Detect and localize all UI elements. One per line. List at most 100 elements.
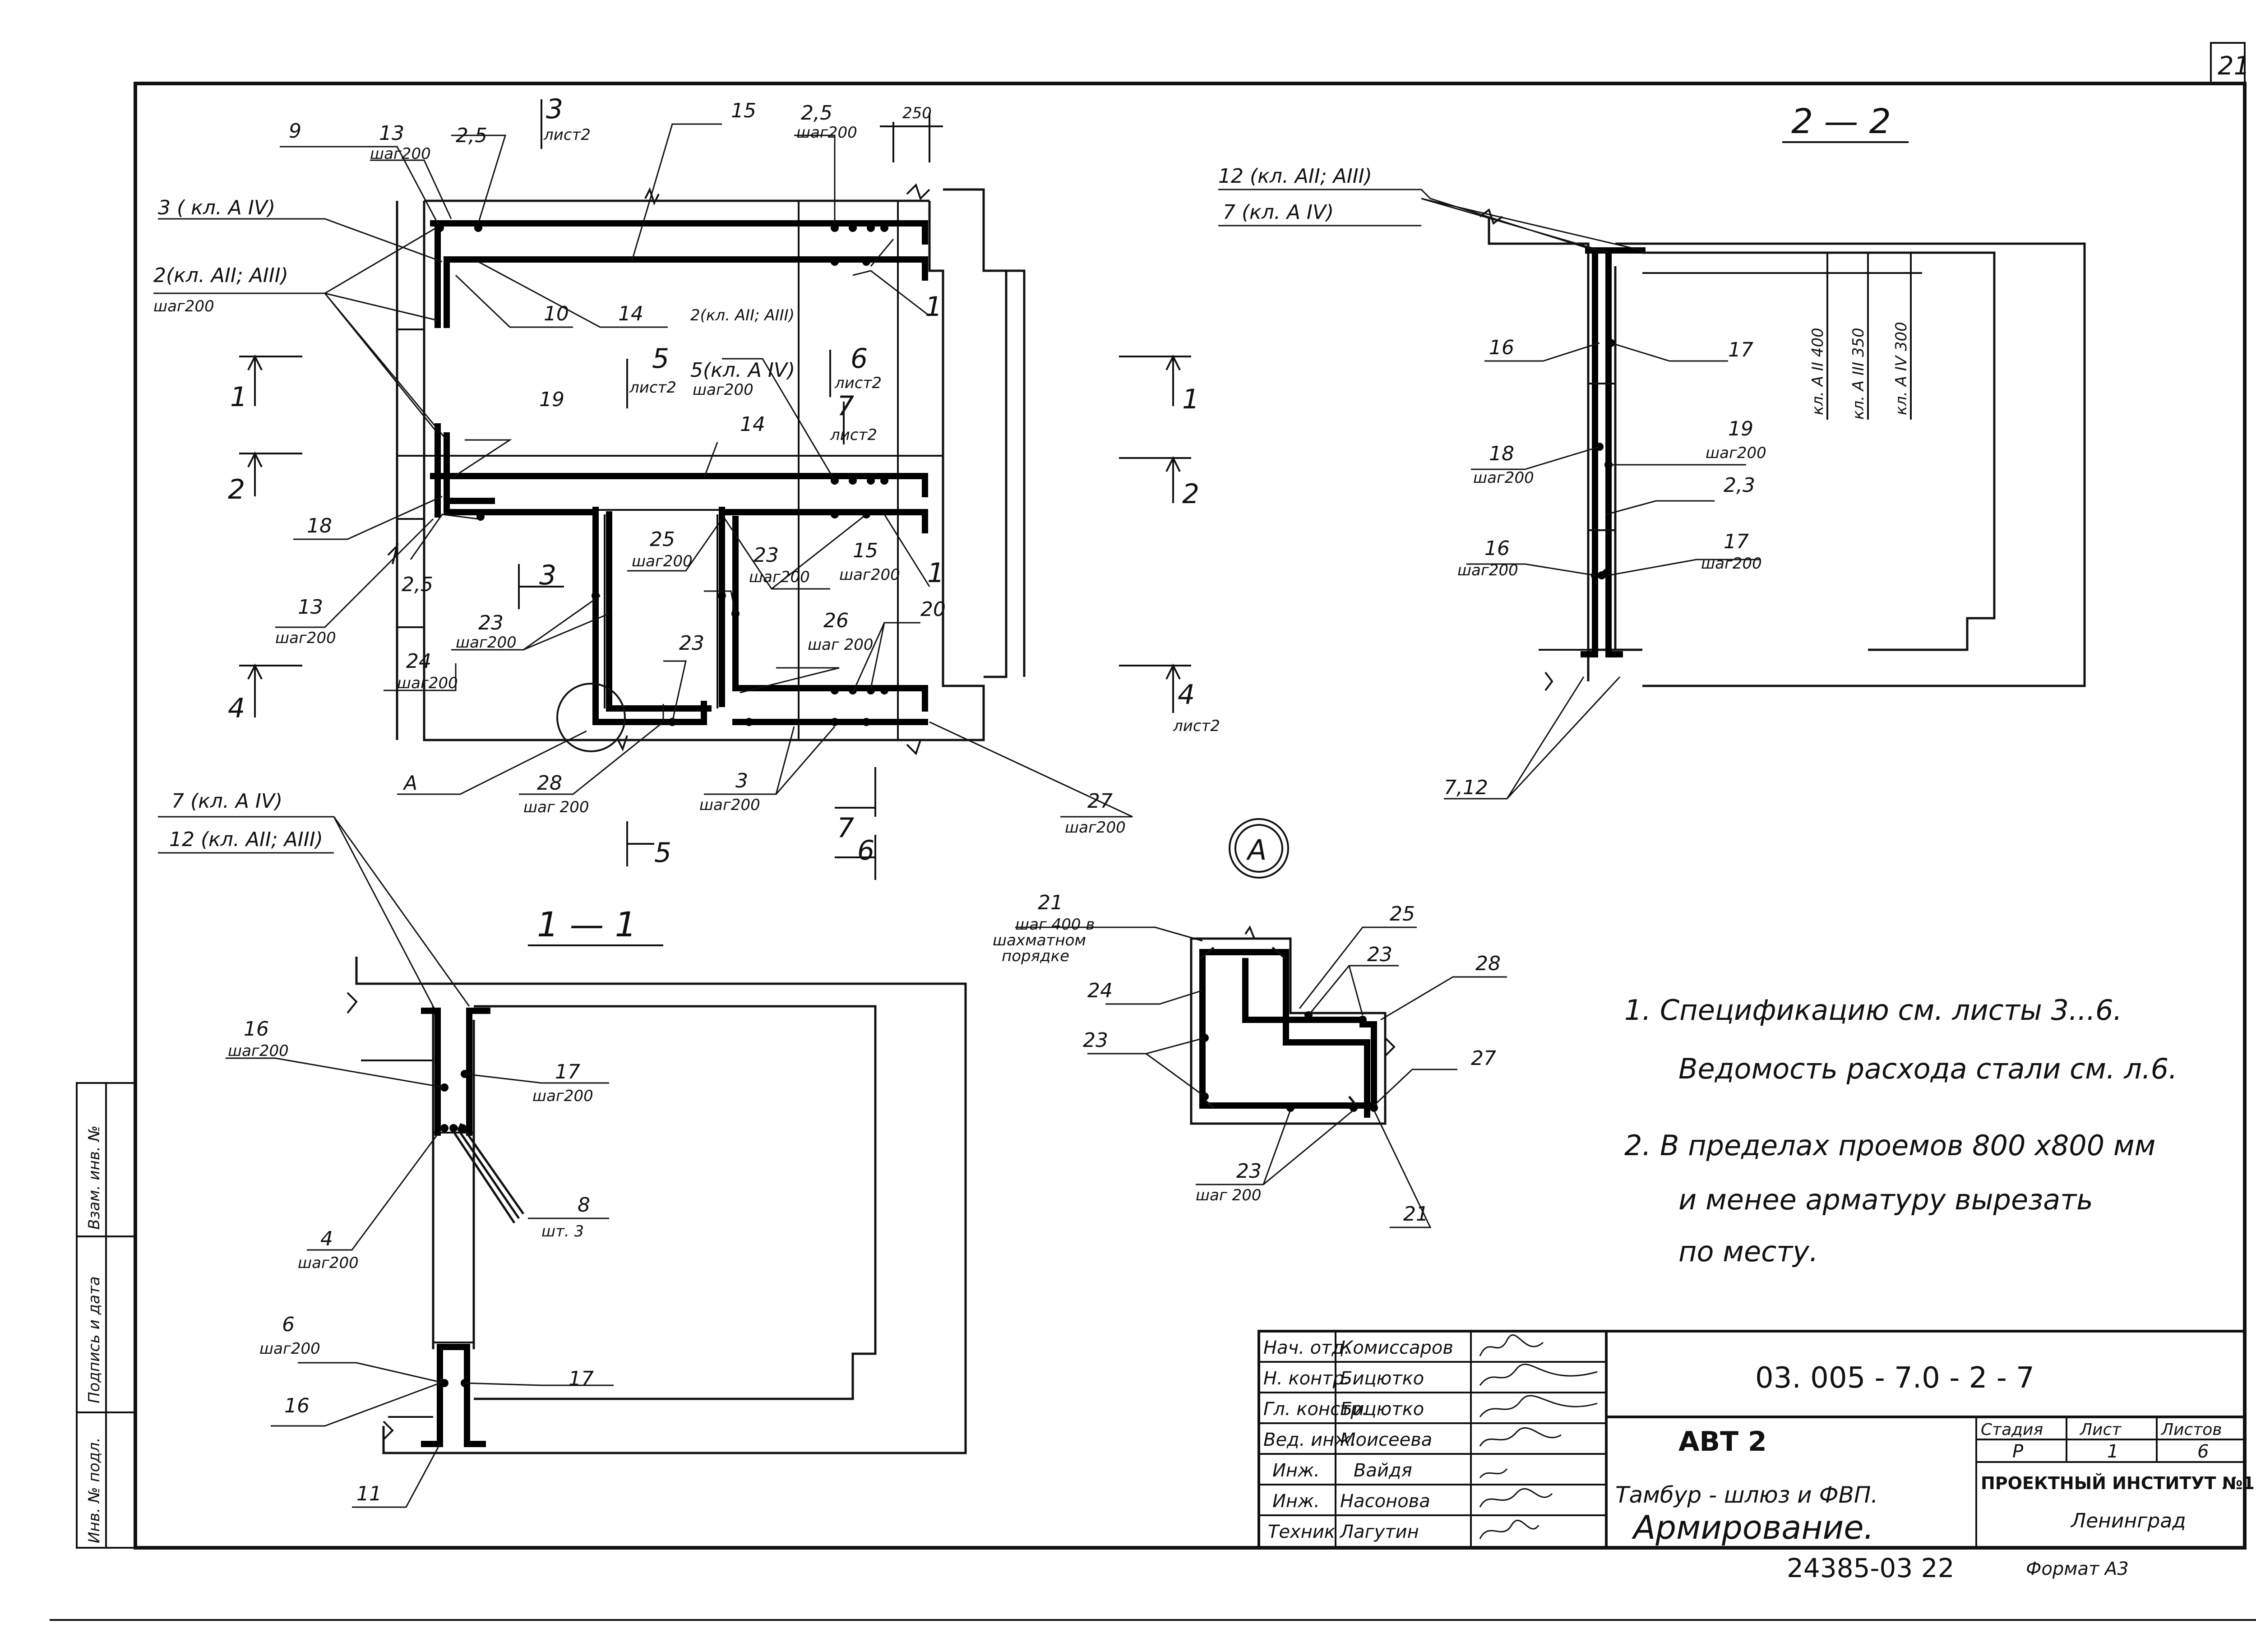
tb-role-2: Гл. констр. [1263, 1399, 1368, 1420]
label-4s: 4 [1178, 679, 1195, 711]
label-2-kl: 2(кл. АII; АIII) [153, 264, 288, 287]
label-5-kl-step: шаг200 [693, 381, 754, 399]
label-28-step: шаг 200 [523, 798, 589, 816]
tb-org1: ПРОЕКТНЫЙ ИНСТИТУТ №1 [1981, 1473, 2255, 1493]
label-3c-step: шаг200 [699, 796, 760, 814]
tb-name-5: Насонова [1340, 1491, 1430, 1512]
cut-marker-1-left [239, 354, 302, 406]
s11-label-17b: 17 [569, 1367, 594, 1390]
node-a-title-circle [1229, 818, 1289, 879]
label-14b: 14 [740, 413, 765, 436]
label-23a-step: шаг200 [749, 568, 810, 586]
s11-label-6: 6 [282, 1313, 295, 1336]
s11-label-6-step: шаг200 [259, 1340, 320, 1358]
tb-building: АВТ 2 [1678, 1426, 1767, 1458]
cut-marker-2-left [239, 451, 302, 496]
cut-marker-6b [835, 835, 876, 880]
label-4s-sheet: лист2 [1173, 717, 1220, 735]
tb-org2: Ленинград [2070, 1509, 2186, 1532]
s22-label-19: 19 [1728, 417, 1753, 440]
label-13a-step: шаг200 [370, 145, 431, 163]
plan-labels: 9 13 шаг200 2,5 3 лист2 15 2,5 шаг200 25… [153, 93, 1220, 869]
tb-sheet: 1 [2107, 1441, 2118, 1462]
label-23c: 23 [679, 632, 704, 655]
s22-label-16b: 16 [1484, 537, 1510, 560]
label-23b: 23 [478, 611, 504, 634]
label-13a: 13 [379, 122, 404, 145]
label-26: 26 [823, 609, 849, 632]
tb-name-2: Бицютко [1340, 1399, 1424, 1420]
title-block: Нач. отд. Н. контр. Гл. констр. Вед. инж… [1257, 1330, 2255, 1549]
section-1-1-view [158, 816, 967, 1508]
note-2-line2: и менее арматуру вырезать [1678, 1183, 2093, 1216]
stamp-sign-date: Подпись и дата [85, 1276, 103, 1403]
label-18: 18 [307, 514, 332, 537]
label-3c: 3 [735, 769, 748, 792]
tb-name-1: Бицютко [1340, 1368, 1424, 1389]
tb-role-0: Нач. отд. [1263, 1337, 1350, 1358]
tb-name-0: Комиссаров [1340, 1337, 1453, 1358]
label-10: 10 [544, 302, 569, 325]
stamp-inv-podl: Инв. № подл. [85, 1437, 103, 1543]
sheet-frame [134, 82, 2247, 1550]
s11-label-4: 4 [320, 1227, 333, 1250]
label-5-kl: 5(кл. А IV) [690, 359, 795, 382]
section-2-2-labels: 12 (кл. АII; АIII) 7 (кл. А IV) 16 17 18… [1218, 165, 1766, 799]
label-6a: 6 [851, 343, 868, 375]
tb-title-line2: Армирование. [1632, 1509, 1874, 1546]
tb-role-1: Н. контр. [1263, 1368, 1350, 1389]
tb-role-5: Инж. [1272, 1491, 1320, 1512]
label-2-5b-step: шаг200 [796, 124, 857, 142]
cut-marker-4-left [239, 663, 302, 717]
label-3b: 3 [539, 560, 556, 591]
s22-label-7kl: 7 (кл. А IV) [1223, 201, 1334, 224]
s11-label-17: 17 [555, 1060, 580, 1083]
tb-role-6: Техник [1268, 1522, 1335, 1542]
label-7a: 7 [837, 390, 854, 422]
label-2-5b: 2,5 [801, 102, 832, 125]
label-7a-sheet: лист2 [830, 426, 877, 444]
tb-role-3: Вед. инж. [1263, 1430, 1356, 1450]
s22-label-16a: 16 [1489, 336, 1514, 359]
section-2-2-title: 2 — 2 [1791, 101, 1891, 141]
s22-label-17b-step: шаг200 [1701, 555, 1762, 573]
label-7b: 7 [837, 812, 854, 844]
tb-sheets-header: Листов [2160, 1421, 2222, 1439]
label-23a: 23 [754, 544, 779, 567]
node-a-label-23c-step: шаг 200 [1196, 1186, 1262, 1204]
label-28: 28 [537, 772, 562, 795]
label-3a-sheet: лист2 [543, 126, 591, 144]
bottom-code: 24385-03 22 [1787, 1553, 1954, 1583]
label-3a: 3 [546, 93, 563, 125]
node-a-label-21a-s2: шахматном [993, 931, 1086, 949]
label-2-kl-2: 2(кл. АII; АIII) [690, 306, 795, 324]
node-a-label-27: 27 [1471, 1047, 1496, 1070]
sheet-number-box [2210, 42, 2246, 84]
label-15: 15 [731, 99, 756, 122]
tb-role-4: Инж. [1272, 1460, 1320, 1481]
s22-label-18-step: шаг200 [1473, 469, 1534, 487]
s22-label-12kl: 12 (кл. АII; АIII) [1218, 165, 1372, 188]
s11-label-8-count: шт. 3 [541, 1222, 584, 1240]
cut-label-2-left: 2 [228, 474, 245, 505]
label-3-kl: 3 ( кл. А IV) [158, 196, 275, 219]
dim-400: кл. А II 400 [1809, 328, 1827, 415]
signatures [1479, 1334, 1598, 1539]
cut-label-1-left: 1 [230, 381, 247, 413]
node-a-label-21a-s3: порядке [1002, 947, 1069, 965]
cut-label-2-right: 2 [1182, 478, 1199, 510]
label-6b: 6 [857, 835, 874, 866]
label-27: 27 [1087, 790, 1113, 813]
label-24-step: шаг200 [397, 674, 458, 692]
s22-label-17b: 17 [1724, 530, 1749, 553]
s22-label-7-12: 7,12 [1444, 776, 1488, 799]
label-15b-step: шаг200 [839, 566, 900, 584]
dim-300: кл. А IV 300 [1892, 322, 1910, 415]
label-6a-sheet: лист2 [834, 374, 882, 392]
label-9: 9 [289, 120, 301, 143]
cut-label-4-left: 4 [228, 693, 245, 724]
node-a-label-23a: 23 [1367, 943, 1392, 966]
label-24: 24 [406, 650, 431, 673]
general-notes: 1. Спецификацию см. листы 3...6. Ведомос… [1624, 994, 2177, 1268]
